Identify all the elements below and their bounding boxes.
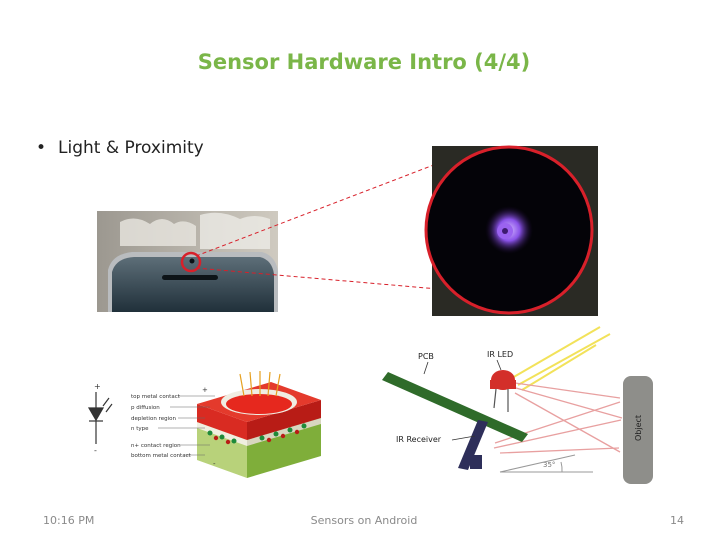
label-p-diffusion: p diffusion [131,405,160,411]
callout-line-top [195,152,466,257]
phone-photo [97,211,278,312]
callout-line-bottom [195,267,589,303]
diode-minus: - [94,446,97,455]
label-top-metal-contact: top metal contact [131,394,181,400]
photodiode-cross-section [197,371,321,478]
diode-plus: + [94,382,101,391]
bullet-marker: • [36,138,47,158]
label-bottom-metal-contact: bottom metal contact [131,453,192,459]
label-ir-receiver: IR Receiver [396,435,442,444]
label-object: Object [634,415,643,441]
footer-title: Sensors on Android [310,514,418,527]
footer-page-number: 14 [670,514,684,527]
slide-title: Sensor Hardware Intro (4/4) [197,50,531,74]
label-ir-led: IR LED [487,350,513,359]
label-angle: 35° [543,461,555,469]
photodiode-labels: top metal contact p diffusion depletion … [131,394,192,459]
cross-section-minus: - [213,460,216,468]
label-n-plus-contact: n+ contact region [131,443,181,449]
cross-section-plus: + [202,386,208,394]
zoomed-sensor-view [424,145,598,316]
label-n-type: n type [131,426,149,432]
bullet-item: • Light & Proximity [36,138,204,158]
diode-symbol [87,392,113,444]
sensor-highlight-ring [180,251,202,273]
label-depletion-region: depletion region [131,416,176,422]
label-pcb: PCB [418,352,434,361]
proximity-diagram [382,326,653,484]
footer-time: 10:16 PM [43,514,95,527]
bullet-text: Light & Proximity [58,138,204,158]
